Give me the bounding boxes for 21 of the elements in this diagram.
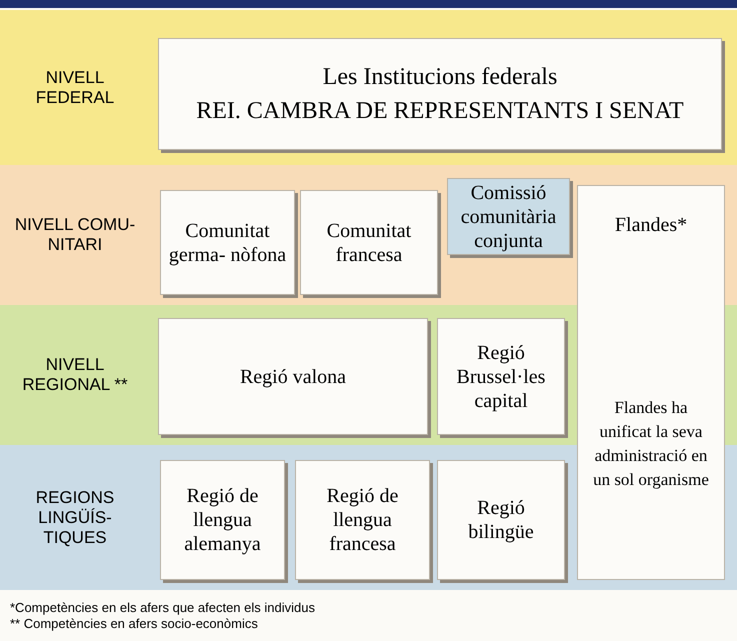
level-band bbox=[0, 10, 737, 165]
box-subtitle: REI. CAMBRA DE REPRESENTANTS I SENAT bbox=[196, 97, 684, 125]
institution-box: Regió valona bbox=[158, 318, 428, 435]
institution-box: Comunitat francesa bbox=[300, 190, 438, 295]
level-label: NIVELL COMU- NITARI bbox=[14, 215, 136, 255]
institution-box: Regió de llengua alemanya bbox=[160, 460, 285, 580]
level-label: REGIONS LINGÜÍS- TIQUES bbox=[34, 488, 116, 548]
institution-box: Regió bilingüe bbox=[437, 460, 565, 580]
institution-box bbox=[158, 38, 722, 150]
level-label: NIVELL FEDERAL bbox=[34, 68, 116, 108]
region-note: Flandes ha unificat la seva administració en un sol organisme bbox=[592, 397, 710, 491]
box-title: Les Institucions federals bbox=[322, 63, 558, 91]
region-heading: Flandes* bbox=[614, 214, 688, 237]
level-label: NIVELL REGIONAL ** bbox=[21, 355, 129, 395]
institution-box: Regió de llengua francesa bbox=[295, 460, 430, 580]
region-box bbox=[577, 185, 725, 580]
institution-box: Comissió comunitària conjunta bbox=[447, 178, 570, 255]
footnote: ** Competències en afers socio-econòmics bbox=[10, 616, 258, 632]
footnote: *Competències en els afers que afecten els individus bbox=[10, 600, 315, 616]
institution-box: Comunitat germa- nòfona bbox=[160, 190, 295, 295]
institution-box: Regió Brussel·les capital bbox=[437, 318, 565, 435]
